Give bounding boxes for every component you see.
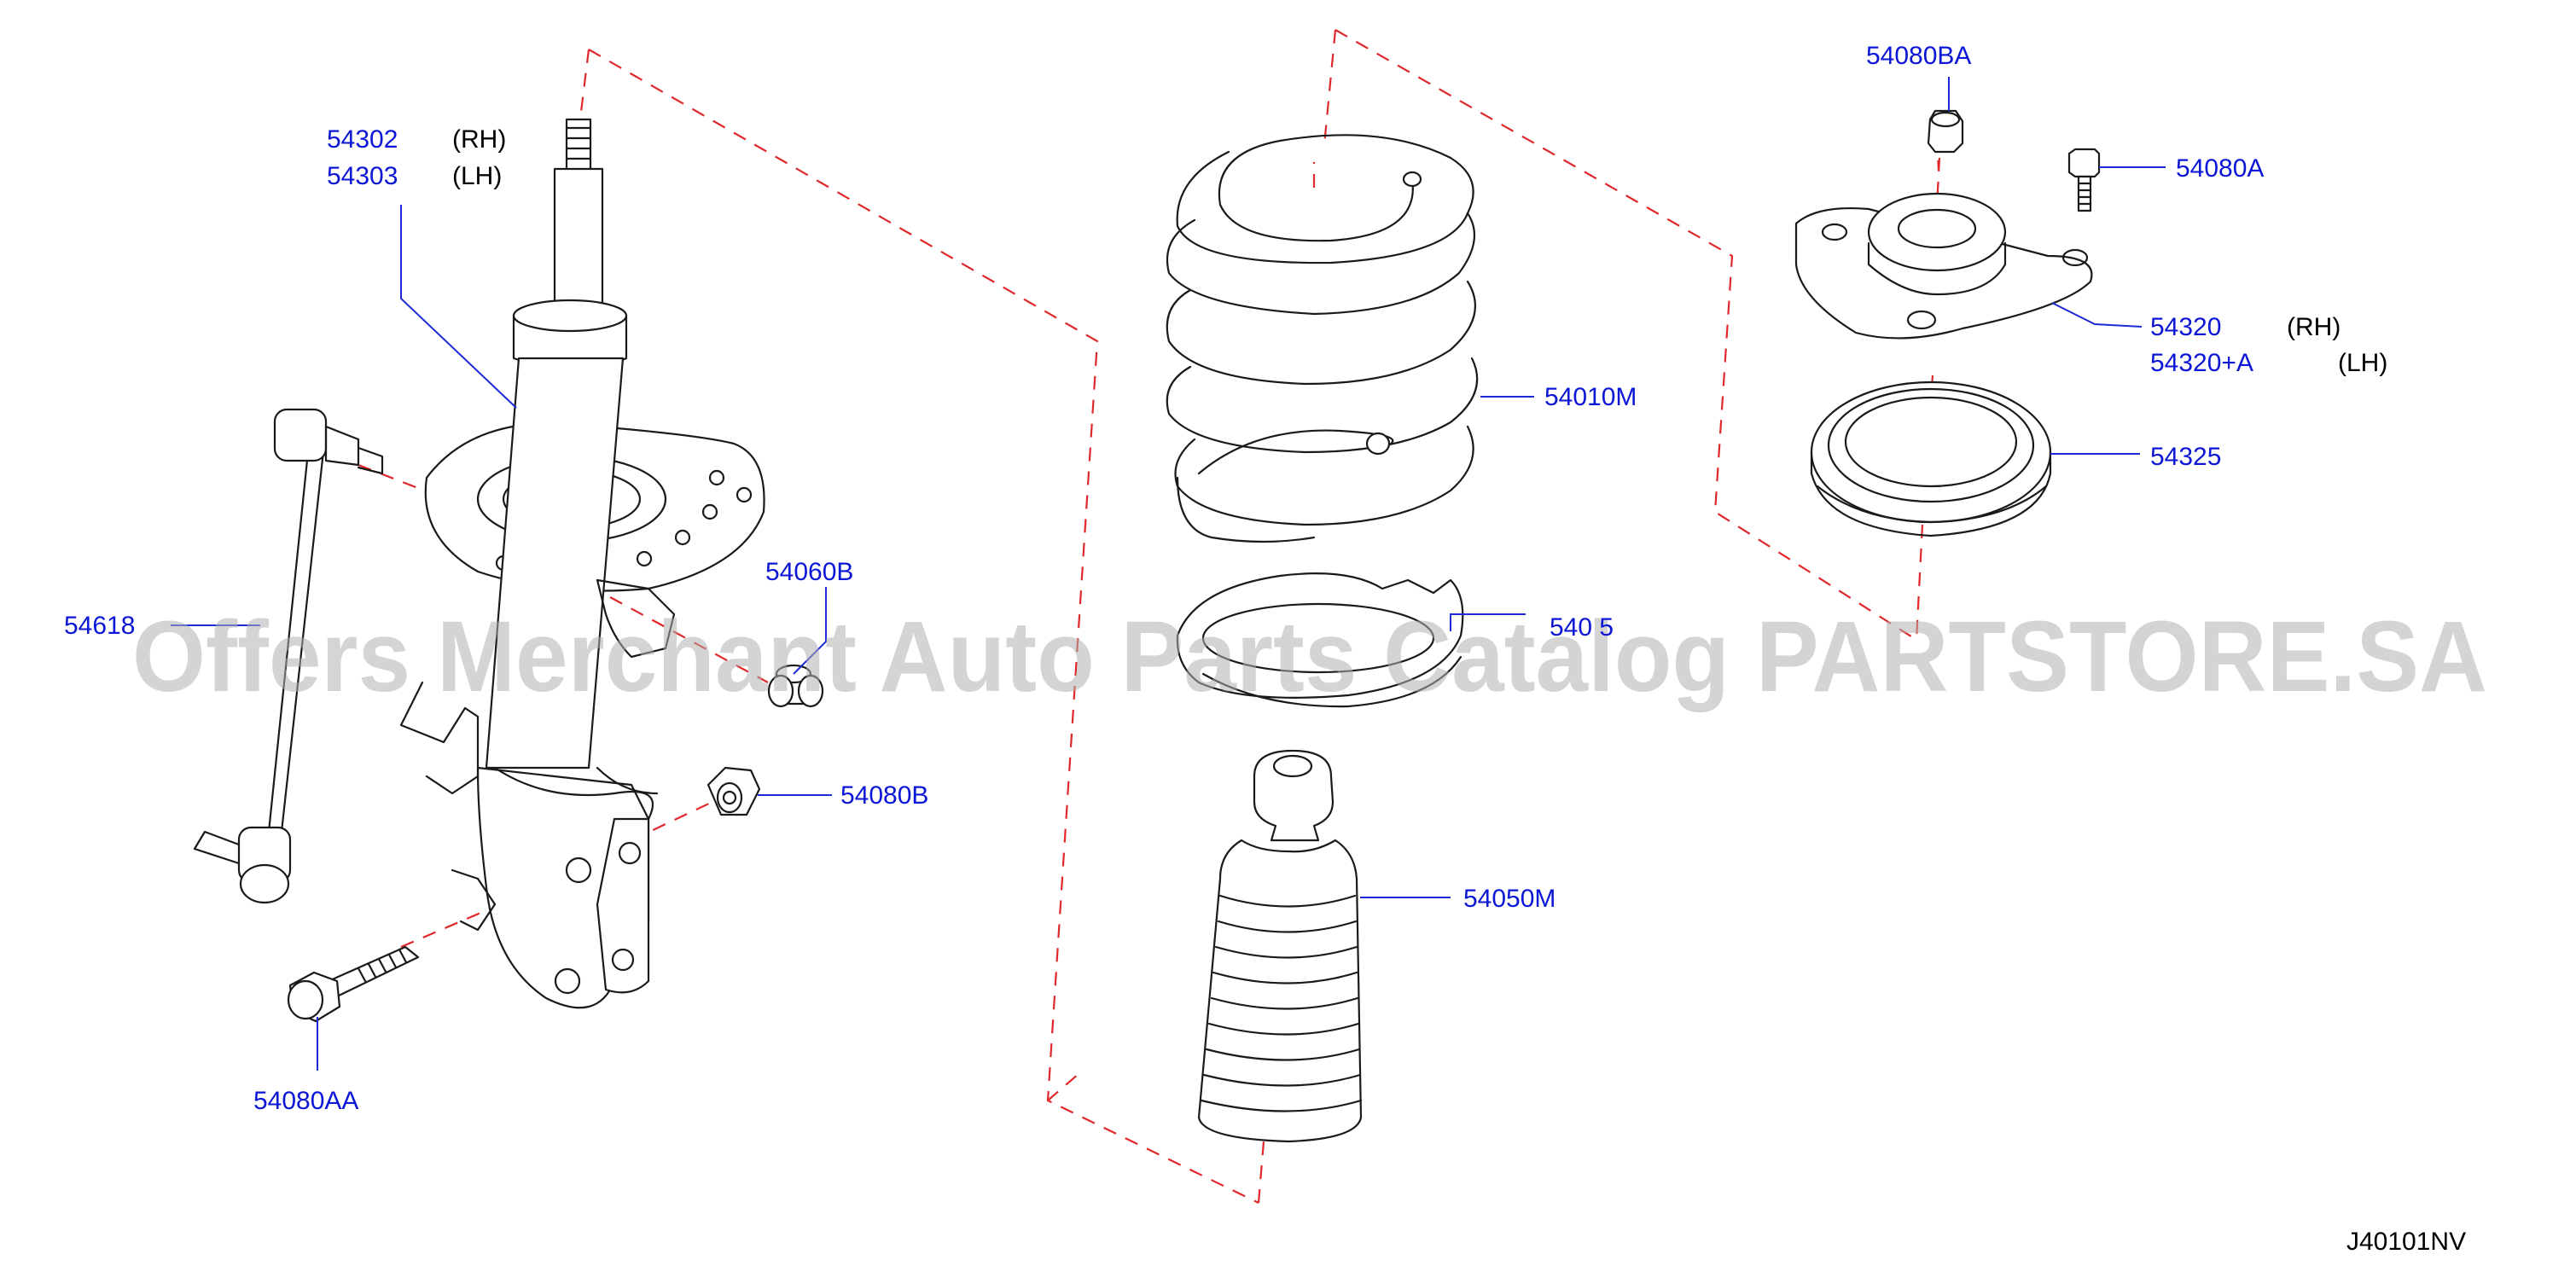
- bolt-drawing: [287, 945, 420, 1023]
- callout-54320-side: (RH): [2287, 313, 2340, 341]
- callout-54080BA[interactable]: 54080BA: [1866, 42, 1971, 70]
- callout-54320A-side: (LH): [2338, 349, 2387, 377]
- bumper-boot-drawing: [1197, 749, 1363, 1143]
- diagram-code: J40101NV: [2346, 1228, 2466, 1256]
- callout-54060B[interactable]: 54060B: [765, 558, 853, 586]
- callout-labels: 54302 (RH) 54303 (LH) 54618 54060B 54080…: [64, 42, 2466, 1256]
- callout-54080A[interactable]: 54080A: [2176, 154, 2264, 183]
- coil-spring-drawing: [1166, 134, 1479, 543]
- watermark: Offers Merchant Auto Parts Catalog PARTS…: [132, 601, 2487, 713]
- callout-54320[interactable]: 54320: [2150, 313, 2221, 341]
- callout-54303[interactable]: 54303: [327, 162, 398, 190]
- callout-54325[interactable]: 54325: [2150, 443, 2221, 471]
- callout-54080AA[interactable]: 54080AA: [253, 1087, 358, 1115]
- mount-nut-drawing: [1927, 109, 1964, 154]
- strut-mount-drawing: [1794, 192, 2093, 340]
- callout-54050M[interactable]: 54050M: [1463, 885, 1555, 913]
- callout-540-5[interactable]: 540 5: [1550, 613, 1614, 642]
- bushing-drawing: [767, 664, 824, 708]
- spring-seat-drawing: [1176, 572, 1464, 708]
- mount-bolt-drawing: [2067, 148, 2101, 212]
- nut-drawing: [707, 766, 761, 816]
- callout-54320A[interactable]: 54320+A: [2150, 349, 2253, 377]
- leader-lines: [171, 77, 2166, 1071]
- callout-54010M[interactable]: 54010M: [1544, 383, 1637, 411]
- stabilizer-link-drawing: [193, 408, 384, 904]
- callout-54303-side: (LH): [452, 162, 502, 190]
- callout-54302-side: (RH): [452, 125, 506, 154]
- bearing-drawing: [1810, 380, 2052, 537]
- callout-54618[interactable]: 54618: [64, 612, 135, 640]
- strut-assembly-drawing: [399, 118, 765, 1009]
- callout-54080B[interactable]: 54080B: [840, 781, 928, 810]
- callout-54302[interactable]: 54302: [327, 125, 398, 154]
